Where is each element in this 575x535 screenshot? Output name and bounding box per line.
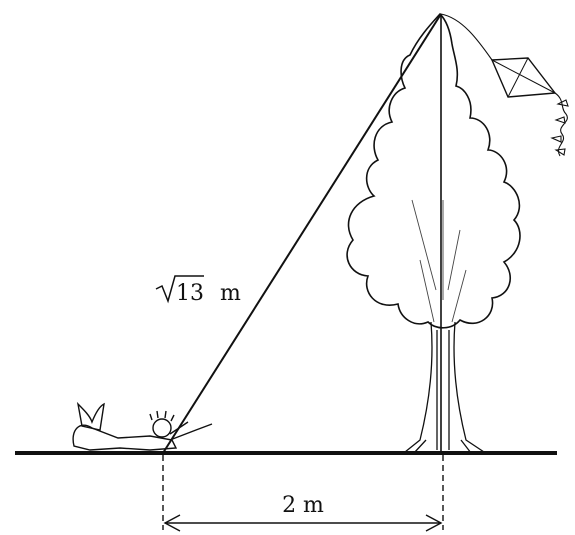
tree-trunk: [404, 321, 485, 454]
hypotenuse-unit: m: [220, 281, 241, 306]
kite-string-to-kite: [440, 13, 493, 61]
base-length-label: 2 m: [282, 493, 324, 518]
dim-arrowhead-left: [163, 514, 181, 532]
kite-icon: [490, 57, 557, 98]
hypotenuse-radicand: 13: [176, 281, 204, 306]
tree-inner-branches: [411, 199, 467, 323]
dim-arrowhead-right: [425, 514, 443, 532]
person-figure: [72, 401, 213, 451]
radical-sign: [155, 275, 204, 304]
kite-string-hypotenuse: [162, 13, 442, 454]
kite-tail: [550, 92, 569, 157]
